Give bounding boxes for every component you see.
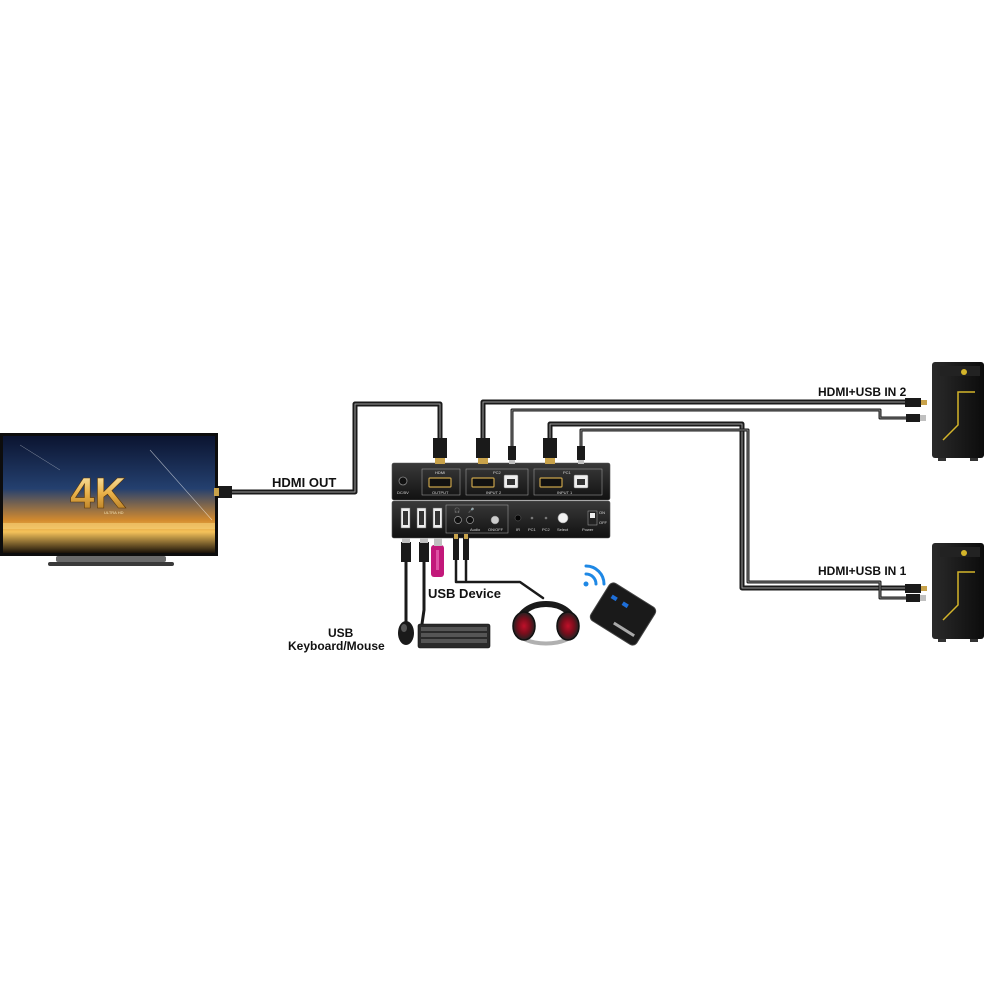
select-button	[557, 512, 569, 524]
audio-toggle-button	[490, 515, 500, 525]
keyboard-usb-plug	[419, 542, 429, 562]
tv-logo: 4K	[70, 469, 126, 518]
keyboard-keys	[421, 627, 487, 643]
ir-label: IR	[516, 527, 520, 532]
input1-label: INPUT 1	[557, 490, 573, 495]
front-plugs	[401, 534, 469, 577]
tv-hdmi-plug	[218, 486, 232, 498]
dc-label: DC/5V	[397, 490, 409, 495]
ir-remote	[583, 564, 657, 646]
usb-in-2-plug	[508, 446, 516, 460]
off-label: OFF	[599, 520, 608, 525]
remote-button-1	[610, 594, 618, 602]
hdmi-input-1-port	[539, 477, 563, 488]
tv-monitor: 4K ULTRA HD	[0, 433, 232, 566]
ir-receiver	[514, 514, 522, 522]
mouse-usb-plug	[401, 542, 411, 562]
pc1-hdmi-plug	[905, 584, 921, 593]
usb-in-1-plug	[577, 446, 585, 460]
cables	[229, 399, 908, 626]
pc1-led	[530, 516, 534, 520]
hdmi-out-label: HDMI OUT	[272, 475, 336, 490]
hdmi-usb-in-1-label: HDMI+USB IN 1	[818, 564, 907, 578]
usb-keyboard-mouse-label-line2: Keyboard/Mouse	[288, 639, 385, 653]
power-label: Power	[582, 527, 594, 532]
keyboard-cable	[420, 558, 426, 626]
headphones	[512, 601, 580, 646]
usb-in-1-cable	[579, 428, 908, 600]
keyboard	[417, 623, 491, 649]
audio-label: Audio	[470, 527, 481, 532]
tv-logo-sub: ULTRA HD	[104, 510, 124, 515]
hdmi-input-2-port	[471, 477, 495, 488]
mic-plug	[463, 538, 469, 560]
hdmi-output-port	[428, 477, 452, 488]
pc2-led	[544, 516, 548, 520]
usb-in-2-cable	[510, 408, 908, 450]
hdmi-in-1-cable	[547, 421, 908, 591]
pc2-usb-plug	[906, 414, 920, 422]
wireless-signal-icon	[583, 564, 606, 587]
pc-tower-1	[905, 543, 984, 642]
tv-stand	[56, 556, 166, 562]
usb-keyboard-mouse-label-line1: USB	[328, 626, 354, 640]
headphone-icon: 🎧	[454, 507, 460, 514]
select-label: Select	[557, 527, 569, 532]
hdmi-out-plug	[433, 438, 447, 458]
pc-tower-2	[905, 362, 984, 461]
mouse	[398, 621, 414, 645]
pc1-front-label: PC1	[528, 527, 537, 532]
pc2-front-label: PC2	[542, 527, 551, 532]
kvm-switch-rear: DC/5V HDMI OUTPUT PC2 INPUT 2 PC1 INPUT …	[391, 462, 611, 501]
hdmi-in-2-cable	[480, 399, 908, 443]
headphone-left-ear	[512, 611, 536, 641]
input2-label: INPUT 2	[486, 490, 502, 495]
dc-power-jack	[398, 476, 408, 486]
mic-icon: 🎤	[468, 507, 475, 514]
usb-device-label: USB Device	[428, 586, 501, 601]
on-label: ON	[599, 510, 605, 515]
hdmi-usb-in-2-label: HDMI+USB IN 2	[818, 385, 907, 399]
rear-plugs	[433, 438, 585, 464]
hdmi-in-2-plug	[476, 438, 490, 458]
mic-jack	[466, 516, 474, 524]
on-off-label: ON/OFF	[488, 527, 504, 532]
pc2-hdmi-plug	[905, 398, 921, 407]
output-top-label: HDMI	[435, 470, 445, 475]
headphone-cable	[454, 558, 545, 600]
headphone-right-ear	[556, 611, 580, 641]
headphone-plug	[453, 538, 459, 560]
tv-screen	[3, 436, 215, 553]
hdmi-in-1-plug	[543, 438, 557, 458]
headphone-jack	[454, 516, 462, 524]
hdmi-out-cable	[229, 401, 443, 495]
remote-button-2	[621, 601, 629, 609]
output-label: OUTPUT	[432, 490, 449, 495]
pc1-usb-plug	[906, 594, 920, 602]
pc1-rear-label: PC1	[563, 470, 572, 475]
pc2-rear-label: PC2	[493, 470, 502, 475]
kvm-switch-front: 🎧 🎤 Audio ON/OFF IR PC1 PC2 Select Power…	[391, 500, 611, 539]
